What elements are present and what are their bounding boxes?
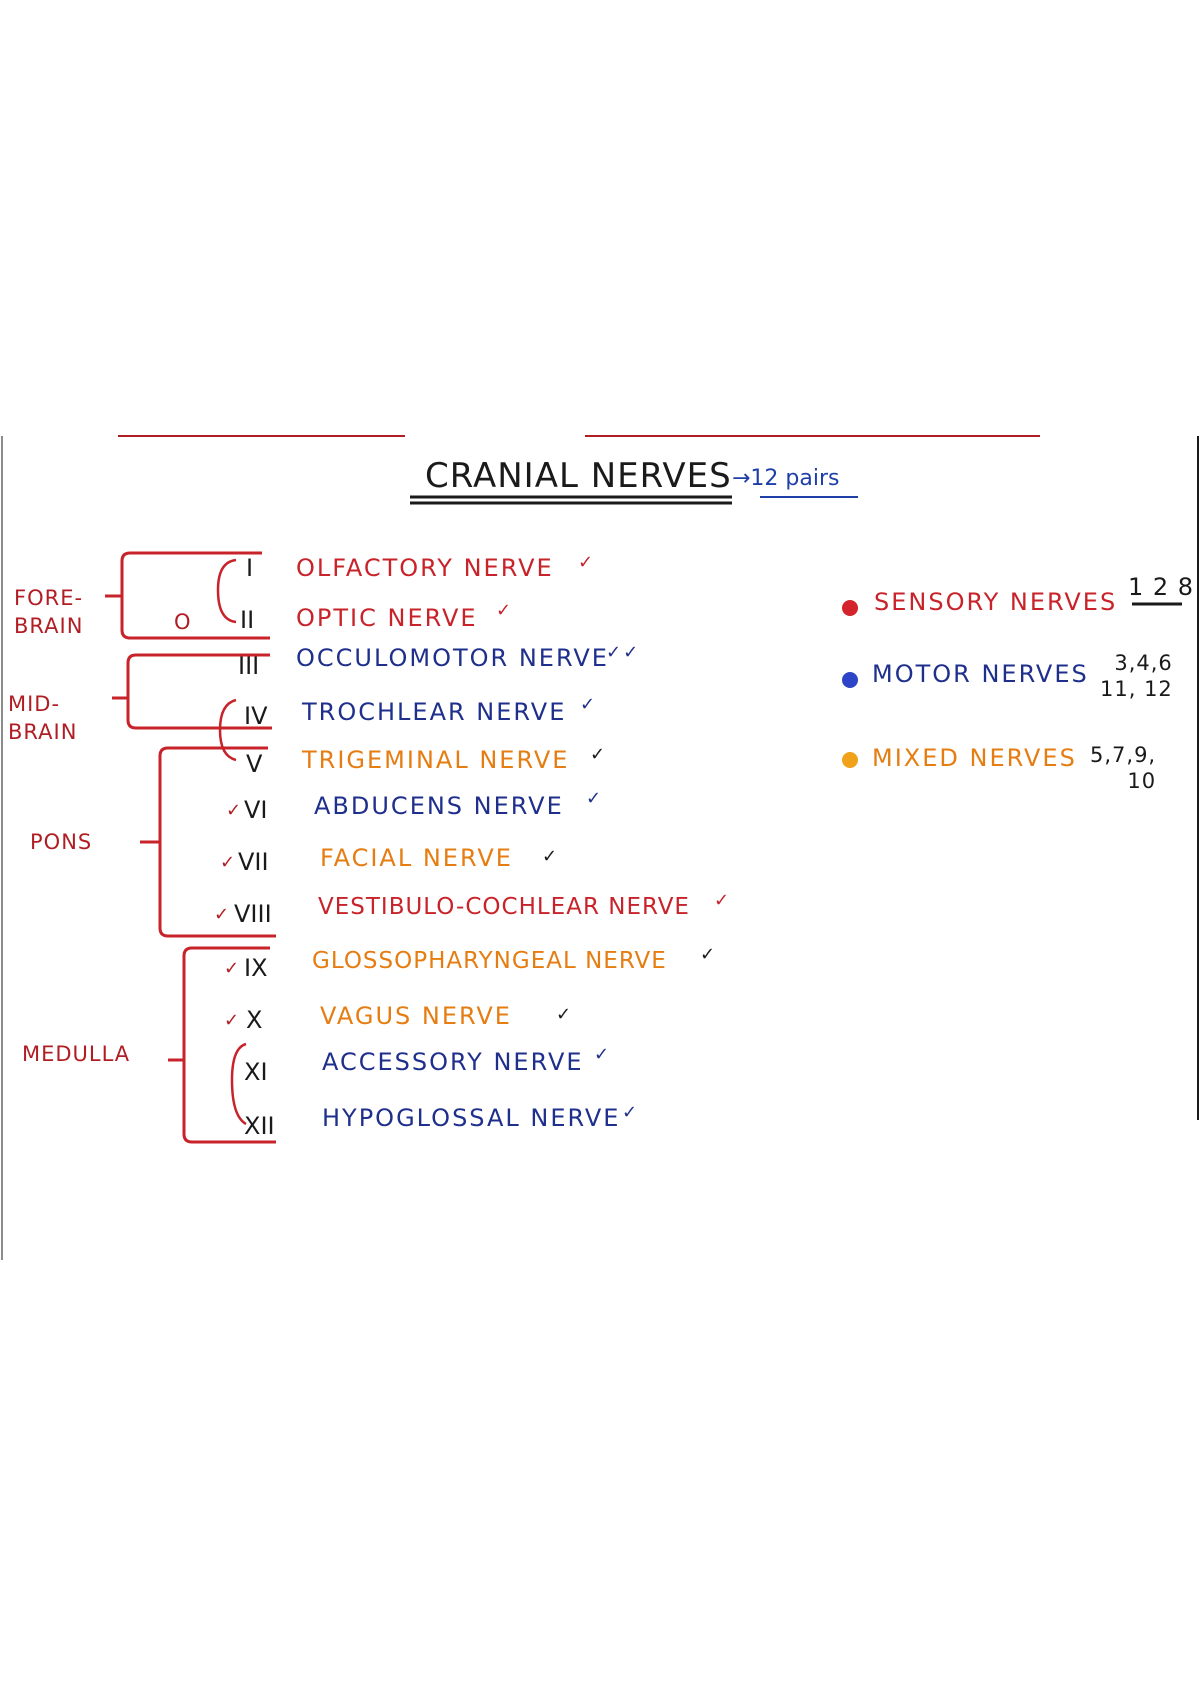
review-tick: ✓ — [214, 904, 232, 925]
legend-motor-label: MOTOR NERVES — [872, 660, 1089, 688]
nerve-numeral: X — [246, 1006, 263, 1034]
nerve-check: ✓ — [622, 1102, 640, 1123]
midbrain-bracket — [126, 653, 272, 730]
nerve-check: ✓ — [700, 944, 718, 965]
nerve-numeral: XI — [244, 1058, 268, 1086]
page-subtitle: →12 pairs — [732, 466, 840, 491]
nerve-numeral: VI — [244, 796, 268, 824]
sensory-dot-icon — [842, 600, 858, 616]
nerve-name: OCCULOMOTOR NERVE — [296, 644, 609, 672]
region-forebrain: FORE- BRAIN — [14, 586, 84, 638]
nerve-name: ACCESSORY NERVE — [322, 1048, 584, 1076]
region-pons: PONS — [30, 830, 93, 854]
nerve-numeral: II — [240, 606, 255, 634]
region-o-mark: O — [174, 610, 192, 634]
review-tick: ✓ — [224, 1010, 242, 1031]
nerve-numeral: XII — [244, 1112, 275, 1140]
nerve-name: VESTIBULO-COCHLEAR NERVE — [318, 894, 690, 920]
nerve-check: ✓ — [594, 1044, 612, 1065]
legend-mixed-numbers: 5,7,9, 10 — [1090, 743, 1157, 793]
nerve-numeral: V — [246, 750, 263, 778]
mixed-dot-icon — [842, 752, 858, 768]
nerve-name: TRIGEMINAL NERVE — [302, 746, 570, 774]
nerve-numeral: IV — [244, 702, 268, 730]
nerve-check: ✓ — [590, 744, 608, 765]
nerve-numeral: III — [238, 652, 260, 680]
nerve-check: ✓ — [580, 694, 598, 715]
region-medulla: MEDULLA — [22, 1042, 131, 1066]
nerve-numeral: IX — [244, 954, 268, 982]
nerve-numeral: I — [246, 554, 254, 582]
legend-mixed-label: MIXED NERVES — [872, 744, 1077, 772]
nerve-numeral: VII — [238, 848, 269, 876]
nerve-check: ✓✓ — [606, 642, 641, 663]
legend-sensory-numbers: 1 2 8 — [1128, 573, 1195, 601]
nerve-check: ✓ — [586, 788, 604, 809]
legend-motor-numbers: 3,4,6 11, 12 — [1100, 651, 1173, 701]
page-title: CRANIAL NERVES — [425, 456, 732, 496]
nerve-check: ✓ — [556, 1004, 574, 1025]
review-tick: ✓ — [226, 800, 244, 821]
inner-brace-1 — [216, 558, 237, 624]
review-tick: ✓ — [224, 958, 242, 979]
nerve-check: ✓ — [542, 846, 560, 867]
nerve-name: VAGUS NERVE — [320, 1002, 512, 1030]
nerve-check: ✓ — [578, 552, 596, 573]
medulla-bracket — [182, 946, 276, 1144]
nerve-name: HYPOGLOSSAL NERVE — [322, 1104, 621, 1132]
nerve-name: OPTIC NERVE — [296, 604, 478, 632]
nerve-check: ✓ — [714, 890, 732, 911]
nerve-name: GLOSSOPHARYNGEAL NERVE — [312, 948, 667, 974]
nerve-name: ABDUCENS NERVE — [314, 792, 564, 820]
legend-sensory-label: SENSORY NERVES — [874, 588, 1118, 616]
inner-brace-3 — [230, 1042, 247, 1126]
nerve-name: OLFACTORY NERVE — [296, 554, 554, 582]
motor-dot-icon — [842, 672, 858, 688]
nerve-numeral: VIII — [234, 900, 272, 928]
review-tick: ✓ — [220, 852, 238, 873]
inner-brace-2 — [218, 698, 237, 762]
nerve-check: ✓ — [496, 600, 514, 621]
nerve-name: TROCHLEAR NERVE — [302, 698, 567, 726]
nerve-name: FACIAL NERVE — [320, 844, 513, 872]
region-midbrain: MID- BRAIN — [8, 692, 78, 744]
